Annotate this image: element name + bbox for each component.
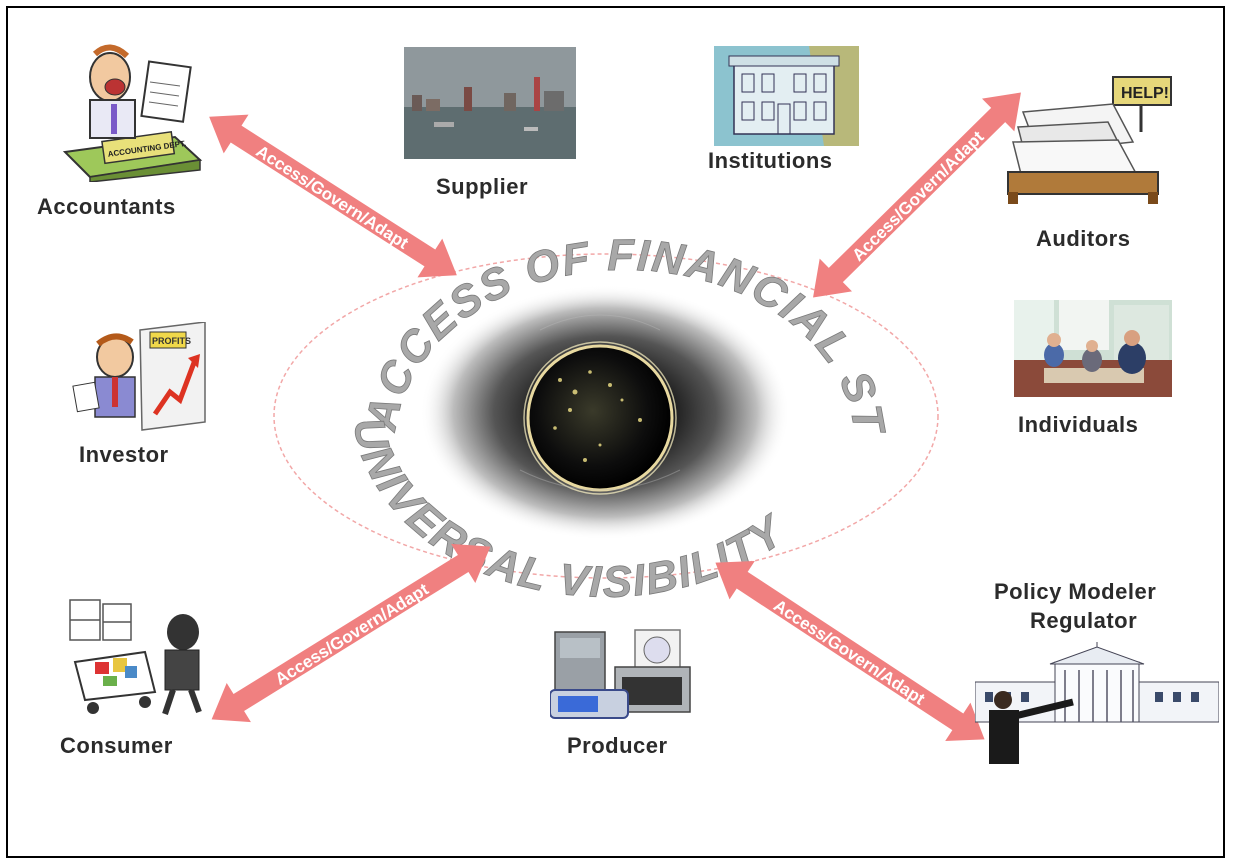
accountants-image: ACCOUNTING DEPT. <box>62 44 203 182</box>
label-consumer: Consumer <box>60 733 173 758</box>
supplier-image <box>404 47 576 159</box>
label-institutions: Institutions <box>708 148 833 173</box>
arrow-label: Access/Govern/Adapt <box>848 127 987 265</box>
arrow-consumer: Access/Govern/Adapt <box>211 543 491 723</box>
arrow-policy: Access/Govern/Adapt <box>715 560 985 742</box>
central-ellipse <box>273 253 939 579</box>
label-auditors: Auditors <box>1036 226 1131 251</box>
label-individuals: Individuals <box>1018 412 1139 437</box>
policy-regulator-image <box>975 642 1219 764</box>
arrow-label: Access/Govern/Adapt <box>253 142 412 253</box>
individuals-image <box>1014 300 1172 397</box>
investor-image: PROFITS <box>72 322 206 431</box>
producer-image <box>550 629 691 719</box>
label-regulator: Regulator <box>1030 608 1138 633</box>
label-policy-modeler: Policy Modeler <box>994 579 1157 604</box>
auditors-image: HELP! <box>1007 76 1172 204</box>
label-investor: Investor <box>79 442 169 467</box>
label-supplier: Supplier <box>436 174 529 199</box>
institutions-image <box>714 46 859 146</box>
arrow-label: Access/Govern/Adapt <box>272 579 432 688</box>
consumer-image <box>69 599 202 715</box>
label-producer: Producer <box>567 733 668 758</box>
svg-text:PROFITS: PROFITS <box>152 336 191 346</box>
arrow-label: Access/Govern/Adapt <box>770 596 928 709</box>
label-accountants: Accountants <box>37 194 176 219</box>
svg-text:HELP!: HELP! <box>1121 85 1169 102</box>
globe-icon <box>526 344 674 492</box>
